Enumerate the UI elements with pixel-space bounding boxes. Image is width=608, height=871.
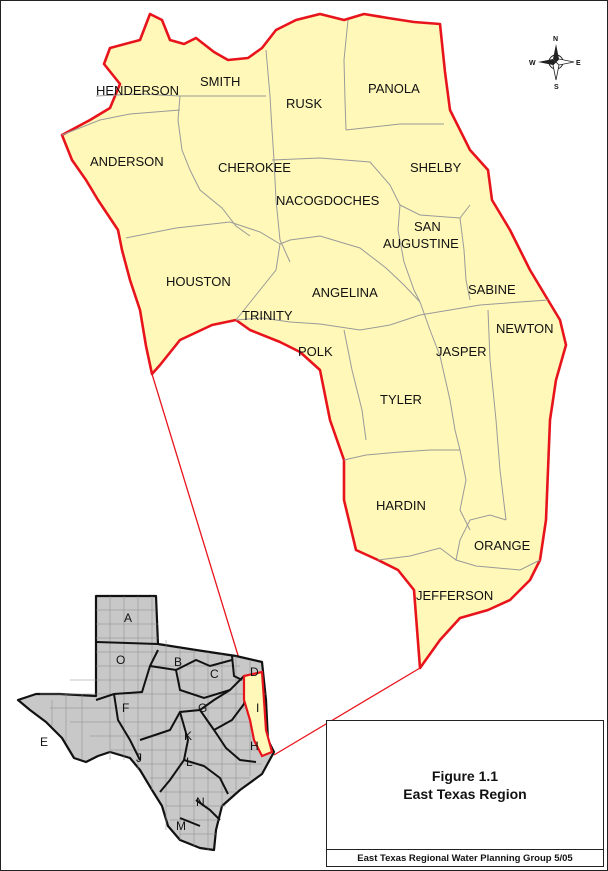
region-label-i: I	[256, 701, 259, 715]
region-label-o: O	[116, 653, 125, 667]
region-label-m: M	[176, 819, 186, 833]
east-texas-region-outline	[60, 12, 568, 670]
region-label-g: G	[198, 701, 207, 715]
figure-title-box: Figure 1.1 East Texas Region East Texas …	[326, 720, 604, 867]
inset-region-labels: A O B C D F G I E K H J L N M	[40, 611, 259, 833]
compass-e: E	[576, 60, 581, 67]
region-label-h: H	[250, 739, 259, 753]
region-label-b: B	[174, 655, 182, 669]
compass-s: S	[554, 84, 559, 91]
inset-region-boundaries	[95, 641, 257, 827]
compass-n: N	[553, 36, 558, 43]
region-label-f: F	[122, 701, 129, 715]
region-label-c: C	[210, 667, 219, 681]
county-label-shelby: SHELBY	[410, 160, 462, 175]
figure-number: Figure 1.1	[431, 768, 499, 784]
county-label-newton: NEWTON	[496, 321, 554, 336]
inset-county-grid	[40, 596, 268, 850]
connector-line-left	[151, 373, 245, 676]
county-label-nacogdoches: NACOGDOCHES	[276, 193, 380, 208]
texas-inset-map: A O B C D F G I E K H J L N M	[16, 594, 276, 852]
compass-rose-icon: N S E W	[529, 36, 581, 91]
county-label-sabine: SABINE	[468, 282, 516, 297]
county-label-san: SAN	[414, 219, 441, 234]
county-label-smith: SMITH	[200, 74, 240, 89]
county-label-hardin: HARDIN	[376, 498, 426, 513]
region-label-l: L	[186, 755, 193, 769]
county-label-tyler: TYLER	[380, 392, 422, 407]
compass-w: W	[529, 60, 536, 67]
region-label-k: K	[184, 729, 192, 743]
county-label-cherokee: CHEROKEE	[218, 160, 291, 175]
county-label-panola: PANOLA	[368, 81, 420, 96]
county-label-orange: ORANGE	[474, 538, 531, 553]
county-label-rusk: RUSK	[286, 96, 322, 111]
county-label-anderson: ANDERSON	[90, 154, 164, 169]
texas-state-outline	[16, 594, 276, 852]
figure-title-inner: Figure 1.1 East Texas Region	[327, 721, 603, 849]
region-label-j: J	[136, 751, 142, 765]
region-label-n: N	[196, 795, 205, 809]
county-label-augustine: AUGUSTINE	[383, 236, 459, 251]
region-label-e: E	[40, 735, 48, 749]
county-label-houston: HOUSTON	[166, 274, 231, 289]
county-label-jefferson: JEFFERSON	[416, 588, 493, 603]
inset-region-i-highlight	[242, 670, 274, 758]
county-label-henderson: HENDERSON	[96, 83, 179, 98]
county-label-trinity: TRINITY	[242, 308, 293, 323]
county-label-angelina: ANGELINA	[312, 285, 378, 300]
figure-title: East Texas Region	[403, 786, 527, 802]
region-label-a: A	[124, 611, 132, 625]
region-label-d: D	[250, 665, 259, 679]
credit-line: East Texas Regional Water Planning Group…	[327, 849, 603, 866]
county-label-polk: POLK	[298, 344, 333, 359]
connector-line-right	[273, 667, 421, 756]
county-boundaries	[61, 19, 549, 571]
county-label-jasper: JASPER	[436, 344, 487, 359]
county-labels: HENDERSON SMITH RUSK PANOLA ANDERSON CHE…	[90, 74, 554, 603]
